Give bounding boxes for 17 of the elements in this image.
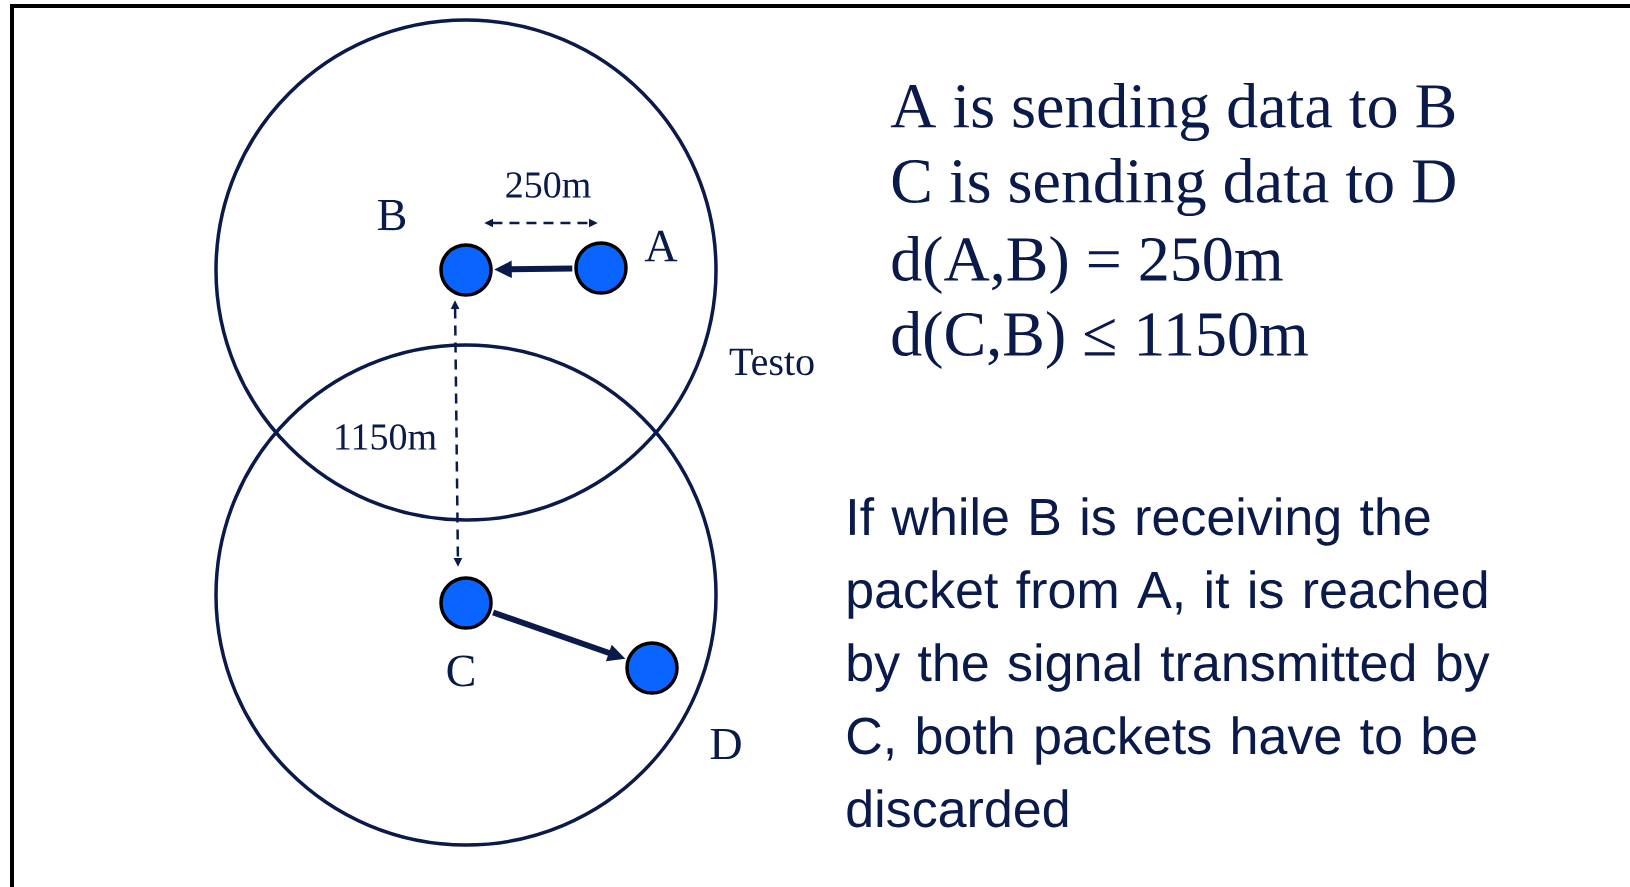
station-label: C — [447, 655, 474, 687]
station-label: A — [644, 230, 678, 262]
statement-line: d(C,B) ≤ 1150m — [892, 311, 1308, 370]
dimension-label: 250m — [506, 172, 591, 198]
station-dot — [439, 576, 493, 630]
text-label: Testo — [729, 348, 814, 376]
statement-line: C is sending data to D — [892, 157, 1455, 217]
range-circle — [214, 18, 718, 522]
station-label: D — [710, 728, 741, 760]
station-dot — [439, 243, 493, 297]
dimension-label: 1150m — [336, 424, 437, 450]
statement-line: A is sending data to B — [890, 82, 1455, 142]
explanation-paragraph: If while B is receiving the packet from A, it is reached by the signal transmitted by C, both packets have to be discarded — [847, 497, 1490, 828]
station-dot — [574, 241, 628, 295]
station-dot — [625, 641, 679, 695]
statement-line: d(A,B) = 250m — [892, 236, 1283, 295]
station-label: B — [378, 199, 406, 231]
